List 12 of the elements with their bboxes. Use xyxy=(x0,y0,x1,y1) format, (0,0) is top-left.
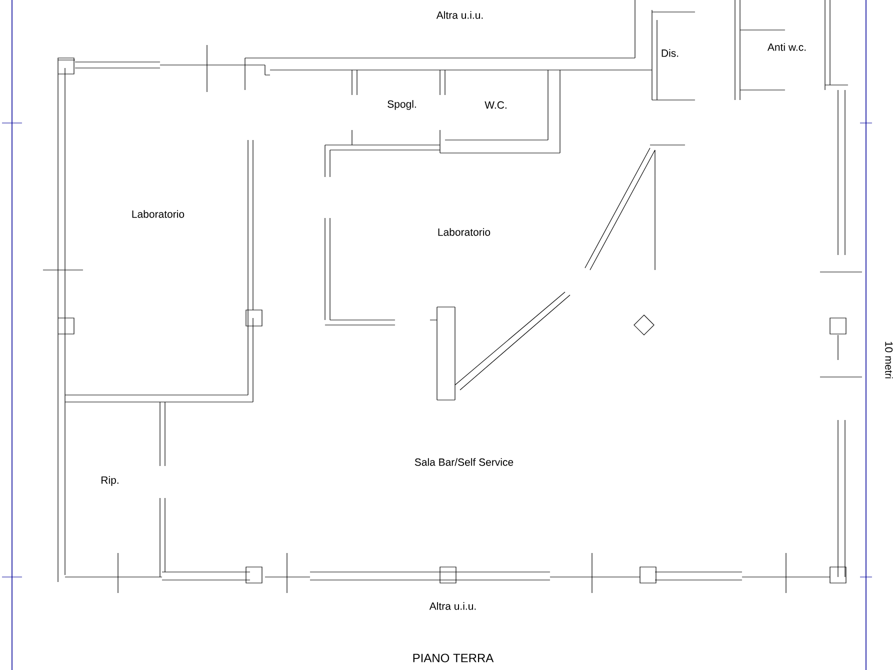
room-label: Sala Bar/Self Service xyxy=(414,458,514,466)
room-label: Laboratorio xyxy=(132,210,184,218)
dimension-label: 10 metri xyxy=(885,342,893,378)
room-label: Rip. xyxy=(102,476,118,486)
room-label: W.C. xyxy=(484,101,506,109)
room-label: Laboratorio xyxy=(438,228,490,236)
room-label: Spogl. xyxy=(388,100,416,110)
room-label: Dis. xyxy=(662,49,678,57)
room-label: Altra u.i.u. xyxy=(436,11,483,19)
room-label: Altra u.i.u. xyxy=(429,602,476,610)
plan-title: PIANO TERRA xyxy=(413,654,494,662)
room-label: Anti w.c. xyxy=(767,43,806,51)
